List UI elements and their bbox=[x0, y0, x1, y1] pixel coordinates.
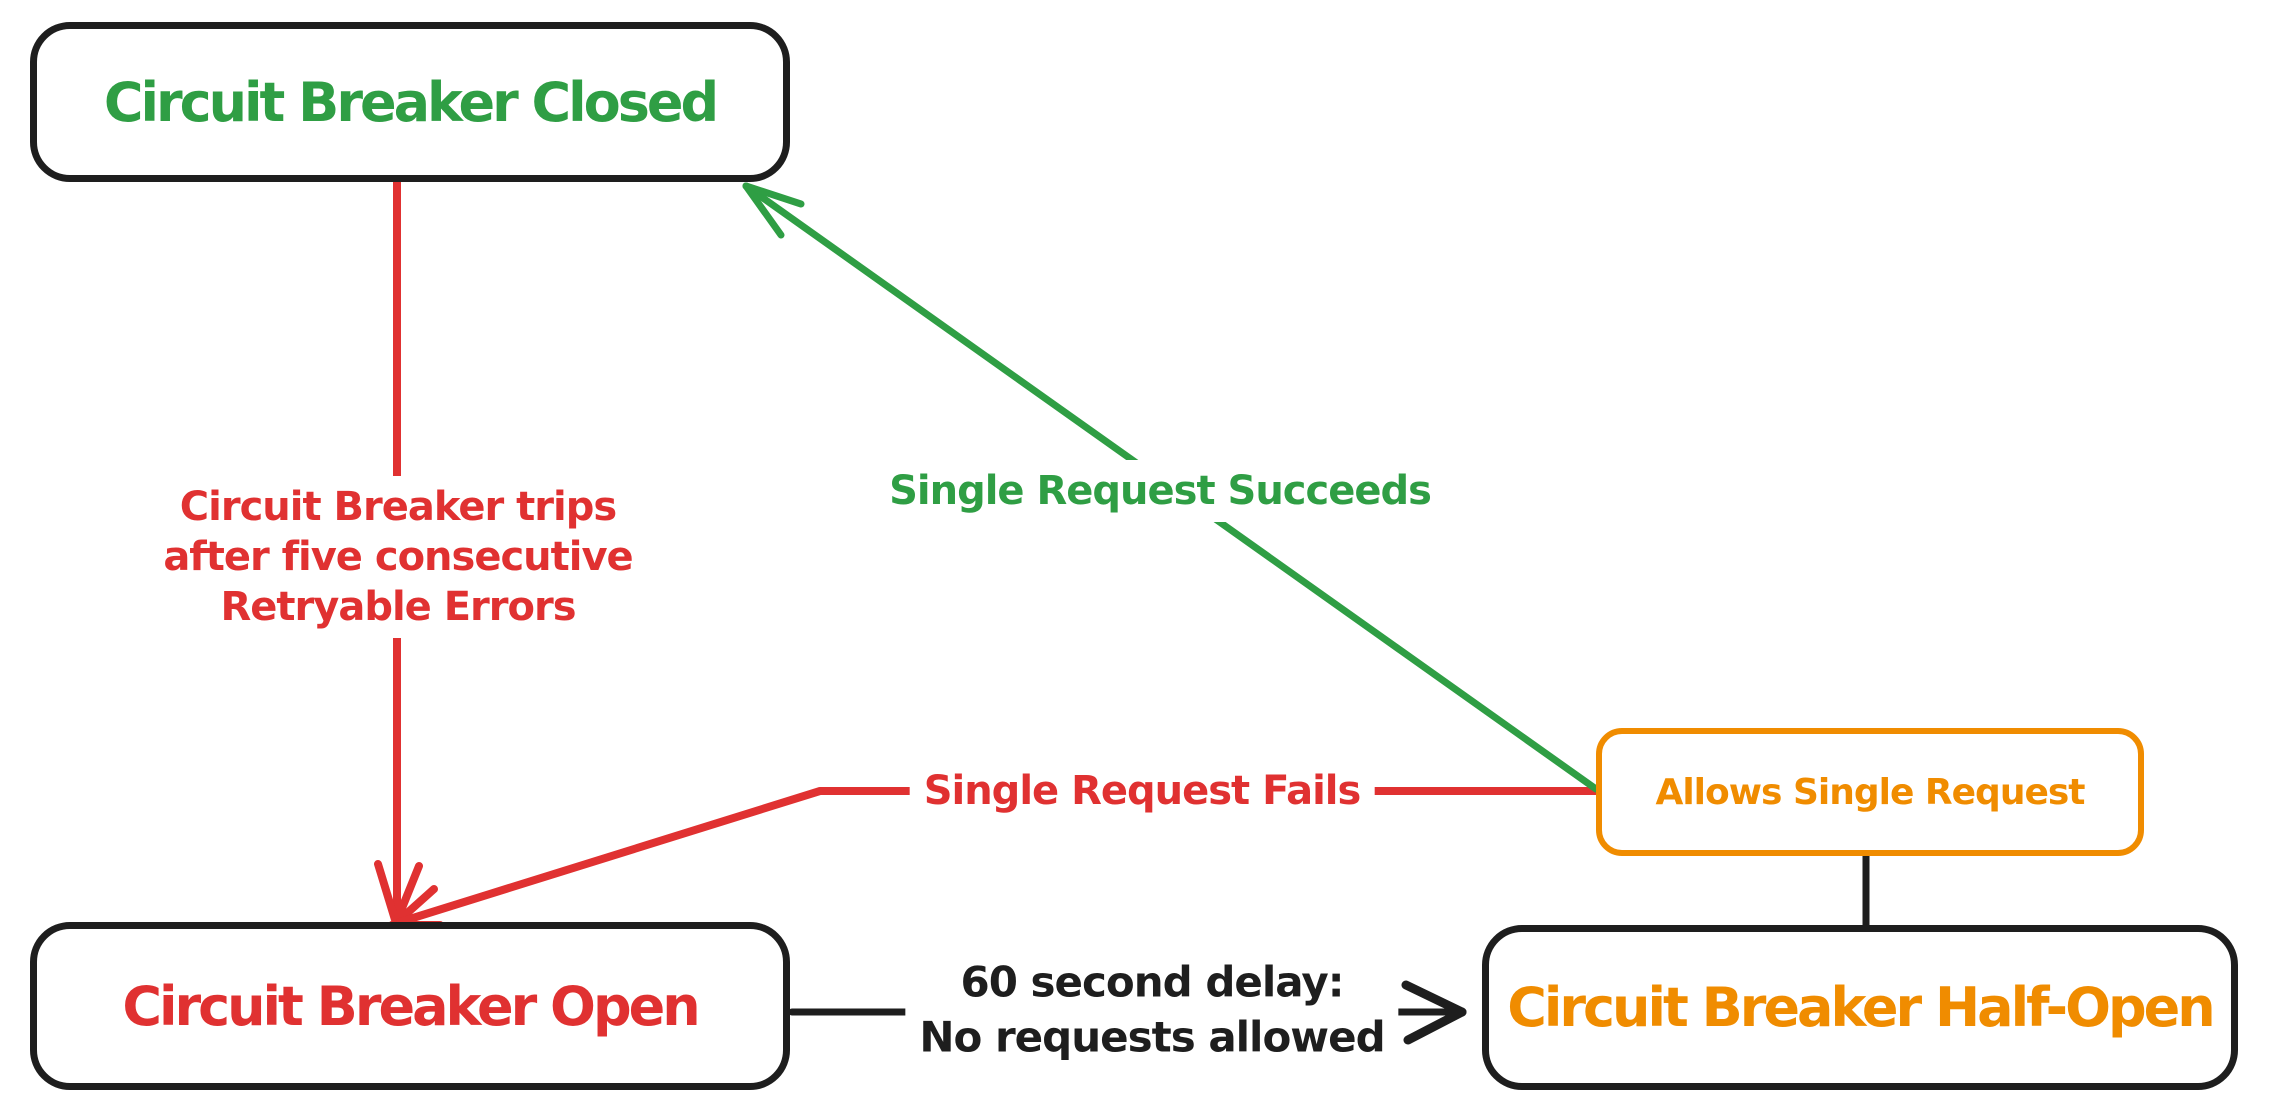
node-circuit-breaker-open-label: Circuit Breaker Open bbox=[122, 974, 700, 1038]
edge-label-trips: Circuit Breaker trips after five consecu… bbox=[149, 476, 647, 638]
node-allows-single-request: Allows Single Request bbox=[1596, 728, 2144, 856]
edge-label-delay: 60 second delay: No requests allowed bbox=[905, 949, 1399, 1071]
edge-label-fails: Single Request Fails bbox=[909, 760, 1375, 822]
edge-delay-arrowhead bbox=[1401, 980, 1467, 1045]
node-circuit-breaker-closed-label: Circuit Breaker Closed bbox=[103, 70, 719, 134]
node-circuit-breaker-closed: Circuit Breaker Closed bbox=[30, 22, 790, 182]
edge-succeeds-arrowhead bbox=[742, 182, 805, 239]
node-circuit-breaker-open: Circuit Breaker Open bbox=[30, 922, 790, 1090]
node-circuit-breaker-half-open-label: Circuit Breaker Half-Open bbox=[1507, 976, 2215, 1039]
node-circuit-breaker-half-open: Circuit Breaker Half-Open bbox=[1482, 925, 2238, 1090]
node-allows-single-request-label: Allows Single Request bbox=[1655, 771, 2085, 813]
edge-label-succeeds: Single Request Succeeds bbox=[875, 460, 1445, 522]
